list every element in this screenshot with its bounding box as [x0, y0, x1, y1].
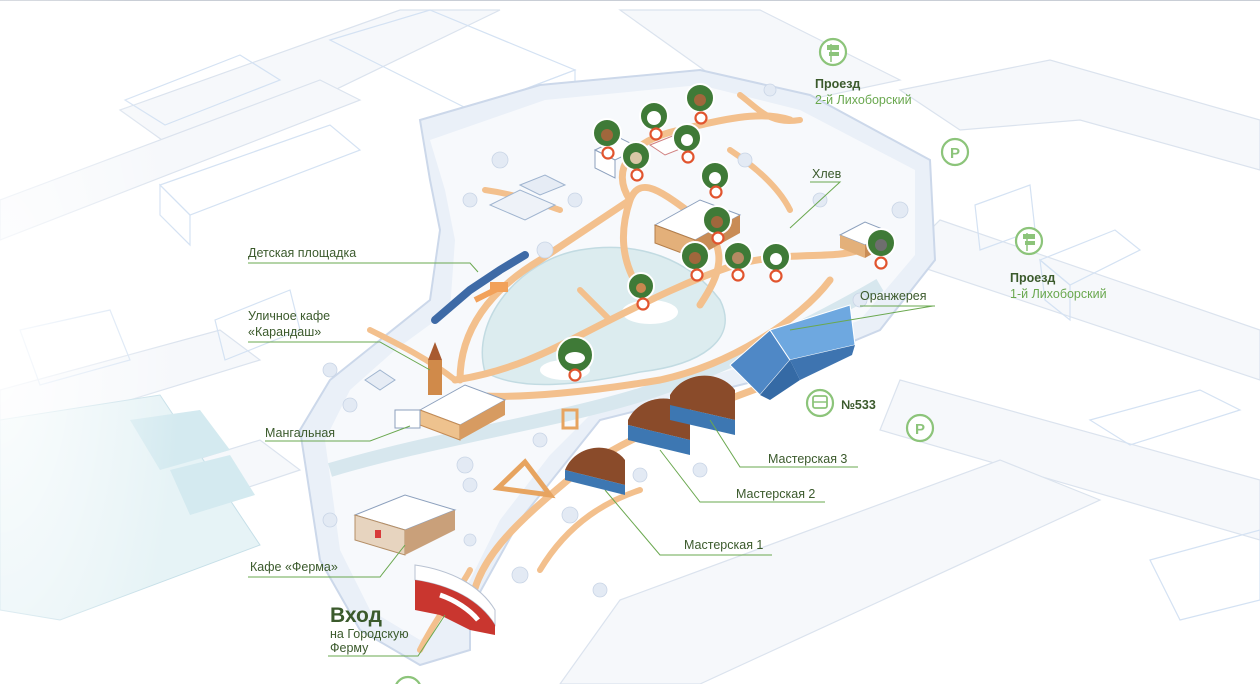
animal-icon[interactable] [761, 242, 791, 283]
greenhouse-building [729, 304, 856, 400]
animal-icon[interactable] [685, 83, 715, 125]
label-workshop-1: Мастерская 1 [684, 538, 763, 552]
animal-markers [568, 83, 896, 382]
proezd-1-subtitle: 1-й Лихоборский [1010, 287, 1107, 301]
label-hlev: Хлев [812, 167, 842, 181]
parking-label: P [950, 145, 960, 162]
animal-icon[interactable] [672, 123, 702, 164]
label-playground: Детская площадка [248, 246, 356, 260]
animal-icon[interactable] [639, 101, 669, 141]
trees [322, 83, 909, 598]
label-entrance: Вход [330, 604, 382, 627]
label-cafe-ferma: Кафе «Ферма» [250, 560, 338, 574]
cafe-ferma-building [353, 494, 457, 556]
animal-icon[interactable] [592, 118, 622, 160]
pencil-cafe [428, 342, 442, 395]
label-grill: Мангальная [265, 426, 335, 440]
entrance-gate [414, 564, 496, 635]
label-entrance-sub2: Ферму [330, 641, 369, 655]
playground-structure [431, 251, 529, 324]
bus-icon[interactable] [805, 388, 835, 418]
label-greenhouse: Оранжерея [860, 289, 927, 303]
proezd-2-subtitle: 2-й Лихоборский [815, 93, 912, 107]
label-street-cafe-name: «Карандаш» [248, 325, 321, 339]
animal-icon[interactable] [866, 228, 896, 270]
parking-icon[interactable]: P [940, 137, 970, 167]
animal-icon[interactable] [700, 161, 730, 199]
map-labels: Проезд 2-й Лихоборский Проезд 1-й Лихобо… [248, 77, 1107, 655]
leader-lines [248, 181, 935, 657]
label-street-cafe: Уличное кафе [248, 309, 330, 323]
signpost-icon[interactable] [1014, 226, 1044, 256]
label-workshop-2: Мастерская 2 [736, 487, 815, 501]
animal-icon[interactable] [723, 241, 753, 282]
workshops [492, 375, 735, 499]
swan [556, 336, 594, 374]
label-workshop-3: Мастерская 3 [768, 452, 847, 466]
animal-icon[interactable] [568, 368, 582, 382]
animal-icon[interactable] [627, 272, 655, 311]
animal-icon[interactable] [680, 241, 710, 282]
signpost-icon[interactable] [395, 675, 421, 684]
signpost-icon[interactable] [818, 37, 848, 67]
grill-house [394, 384, 507, 441]
proezd-2-title: Проезд [815, 77, 860, 91]
animal-icon[interactable] [702, 205, 732, 245]
gazebo [364, 369, 396, 391]
label-entrance-sub1: на Городскую [330, 627, 409, 641]
parking-label: P [915, 421, 925, 438]
animal-icon[interactable] [621, 141, 651, 182]
parking-icon[interactable]: P [905, 413, 935, 443]
label-bus-route: №533 [841, 398, 876, 412]
proezd-1-title: Проезд [1010, 271, 1055, 285]
left-fade [0, 0, 260, 684]
